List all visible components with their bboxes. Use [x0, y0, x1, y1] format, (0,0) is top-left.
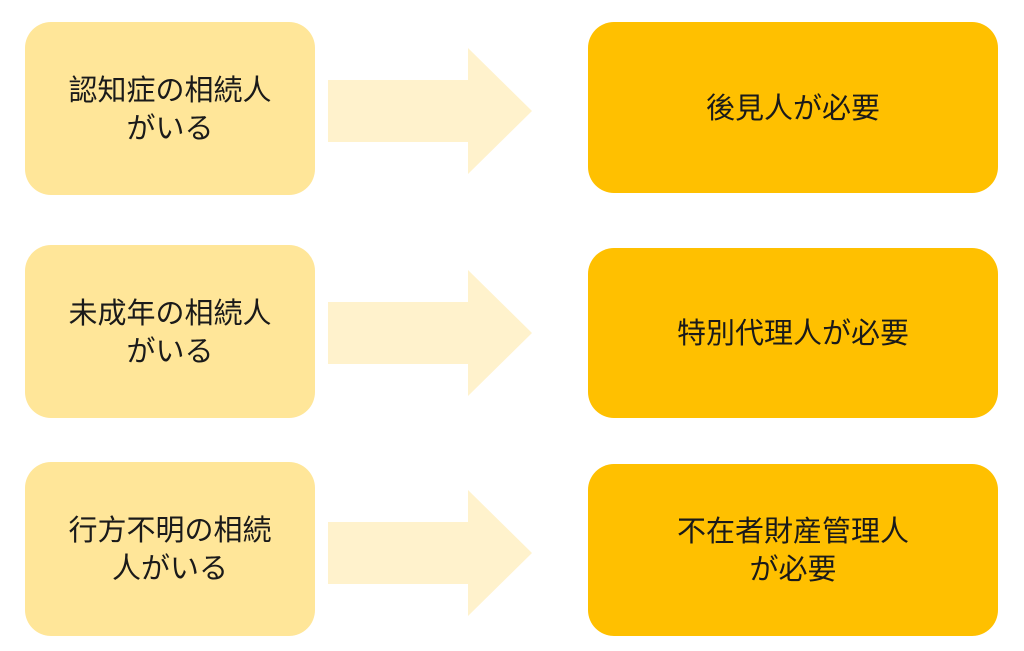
condition-box: 未成年の相続人 がいる — [25, 245, 315, 418]
condition-box: 認知症の相続人 がいる — [25, 22, 315, 195]
result-box: 不在者財産管理人 が必要 — [588, 464, 998, 636]
result-box: 特別代理人が必要 — [588, 248, 998, 418]
condition-box: 行方不明の相続 人がいる — [25, 462, 315, 636]
arrow-right-icon — [328, 48, 532, 174]
arrow-right-icon — [328, 270, 532, 396]
arrow-right-icon — [328, 490, 532, 616]
result-box: 後見人が必要 — [588, 22, 998, 193]
